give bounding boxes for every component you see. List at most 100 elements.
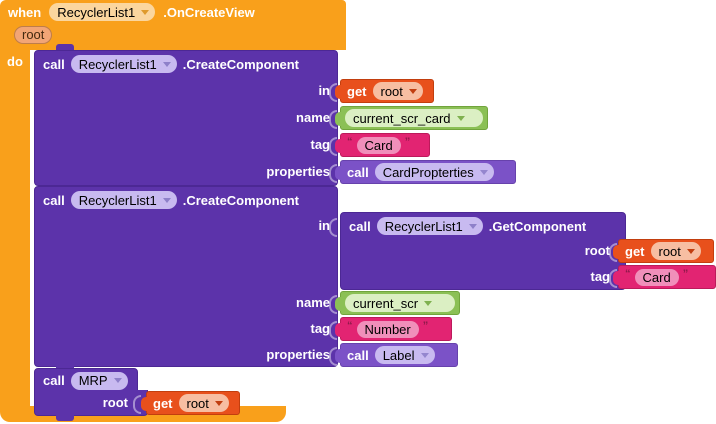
statement-tab <box>56 415 74 421</box>
variable-block[interactable]: current_scr <box>335 291 460 315</box>
get-keyword: get <box>153 395 173 411</box>
block-header: call RecyclerList1 .GetComponent <box>341 213 625 239</box>
dropdown-arrow-icon <box>408 88 417 94</box>
get-root-block[interactable]: get root <box>335 79 434 103</box>
variable-dropdown[interactable]: root <box>178 394 229 412</box>
input-label-name: name <box>296 110 330 125</box>
call-keyword: call <box>347 347 369 363</box>
component-dropdown[interactable]: RecyclerList1 <box>70 55 177 73</box>
input-socket <box>329 83 337 102</box>
text-string-block[interactable]: “ Number ” <box>335 317 452 341</box>
variable-dropdown-value: current_scr_card <box>353 110 451 126</box>
when-block-left-wall[interactable] <box>0 48 30 408</box>
call-keyword: call <box>43 192 65 208</box>
procedure-dropdown[interactable]: Label <box>374 346 435 364</box>
dropdown-arrow-icon <box>468 223 477 229</box>
call-keyword: call <box>43 373 65 388</box>
input-socket <box>133 395 141 414</box>
get-component-block[interactable]: call RecyclerList1 .GetComponent <box>340 212 626 290</box>
variable-dropdown[interactable]: current_scr <box>345 294 455 312</box>
component-dropdown[interactable]: RecyclerList1 <box>49 3 156 21</box>
call-keyword: call <box>43 56 65 72</box>
component-dropdown-value: RecyclerList1 <box>384 218 463 234</box>
variable-block[interactable]: current_scr_card <box>335 106 488 130</box>
get-root-block[interactable]: get root <box>613 239 714 263</box>
procedure-dropdown[interactable]: MRP <box>70 371 128 390</box>
variable-dropdown-value: root <box>186 395 209 411</box>
procedure-dropdown[interactable]: CardPropterties <box>374 163 494 181</box>
dropdown-arrow-icon <box>141 9 150 15</box>
dropdown-arrow-icon <box>162 197 171 203</box>
input-socket <box>609 243 617 262</box>
open-quote: “ <box>347 136 353 148</box>
event-param-root[interactable]: root <box>14 26 53 44</box>
when-event-block[interactable]: when RecyclerList1 .OnCreateView root <box>0 0 346 50</box>
component-dropdown[interactable]: RecyclerList1 <box>70 191 177 209</box>
method-name: .GetComponent <box>488 218 587 234</box>
dropdown-arrow-icon <box>424 300 433 306</box>
call-keyword: call <box>347 164 369 180</box>
variable-dropdown[interactable]: current_scr_card <box>345 109 483 127</box>
input-label-in: in <box>318 83 330 98</box>
variable-dropdown[interactable]: root <box>650 242 701 260</box>
input-label-in: in <box>318 218 330 233</box>
close-quote: ” <box>422 320 429 332</box>
text-string-block[interactable]: “ Card ” <box>335 133 430 157</box>
get-keyword: get <box>625 243 645 259</box>
input-socket <box>329 295 337 314</box>
call-mrp-block-body[interactable] <box>34 390 148 416</box>
call-keyword: call <box>349 218 371 234</box>
when-params-row: root <box>0 24 346 50</box>
input-label-properties: properties <box>266 164 330 179</box>
variable-dropdown[interactable]: root <box>372 82 423 100</box>
component-dropdown-value: RecyclerList1 <box>78 192 157 208</box>
get-root-block[interactable]: get root <box>141 391 240 415</box>
procedure-dropdown-value: Label <box>382 347 415 363</box>
call-procedure-block[interactable]: call Label <box>335 343 458 367</box>
when-keyword: when <box>8 4 42 20</box>
statement-notch <box>56 364 74 369</box>
when-header: when RecyclerList1 .OnCreateView <box>0 0 346 24</box>
block-header: call RecyclerList1 .CreateComponent <box>35 187 337 213</box>
text-field[interactable]: Card <box>634 268 679 286</box>
variable-dropdown-value: root <box>380 83 403 99</box>
do-label: do <box>7 54 23 69</box>
dropdown-arrow-icon <box>214 400 223 406</box>
dropdown-arrow-icon <box>162 61 171 67</box>
create-component-card-block[interactable]: call RecyclerList1 .CreateComponent <box>34 50 338 186</box>
close-quote: ” <box>682 268 689 280</box>
input-label-root: root <box>102 395 128 410</box>
get-keyword: get <box>347 83 367 99</box>
block-header: call RecyclerList1 .CreateComponent <box>35 51 337 77</box>
input-label-tag: tag <box>310 321 331 336</box>
text-field[interactable]: Card <box>356 136 401 154</box>
open-quote: “ <box>625 268 631 280</box>
dropdown-arrow-icon <box>113 378 122 383</box>
input-socket <box>329 321 337 340</box>
call-procedure-block[interactable]: call CardPropterties <box>335 160 516 184</box>
text-field[interactable]: Number <box>356 320 419 338</box>
call-mrp-block[interactable]: call MRP <box>34 368 138 392</box>
input-label-tag: tag <box>590 269 611 284</box>
input-socket <box>329 137 337 156</box>
input-socket <box>329 347 337 366</box>
component-dropdown-value: RecyclerList1 <box>78 56 157 72</box>
input-label-tag: tag <box>310 137 331 152</box>
component-dropdown-value: RecyclerList1 <box>57 4 136 20</box>
dropdown-arrow-icon <box>420 352 429 358</box>
method-name: .CreateComponent <box>182 192 300 208</box>
block-header: call MRP <box>35 369 137 392</box>
input-socket <box>329 164 337 183</box>
method-name: .CreateComponent <box>182 56 300 72</box>
procedure-dropdown-value: MRP <box>78 373 108 388</box>
text-string-block[interactable]: “ Card ” <box>613 265 716 289</box>
input-label-properties: properties <box>266 347 330 362</box>
create-component-number-block[interactable]: call RecyclerList1 .CreateComponent <box>34 186 338 367</box>
input-socket <box>609 269 617 288</box>
open-quote: “ <box>347 320 353 332</box>
component-dropdown[interactable]: RecyclerList1 <box>376 217 483 235</box>
dropdown-arrow-icon <box>456 115 465 121</box>
dropdown-arrow-icon <box>479 169 488 175</box>
procedure-dropdown-value: CardPropterties <box>382 164 474 180</box>
